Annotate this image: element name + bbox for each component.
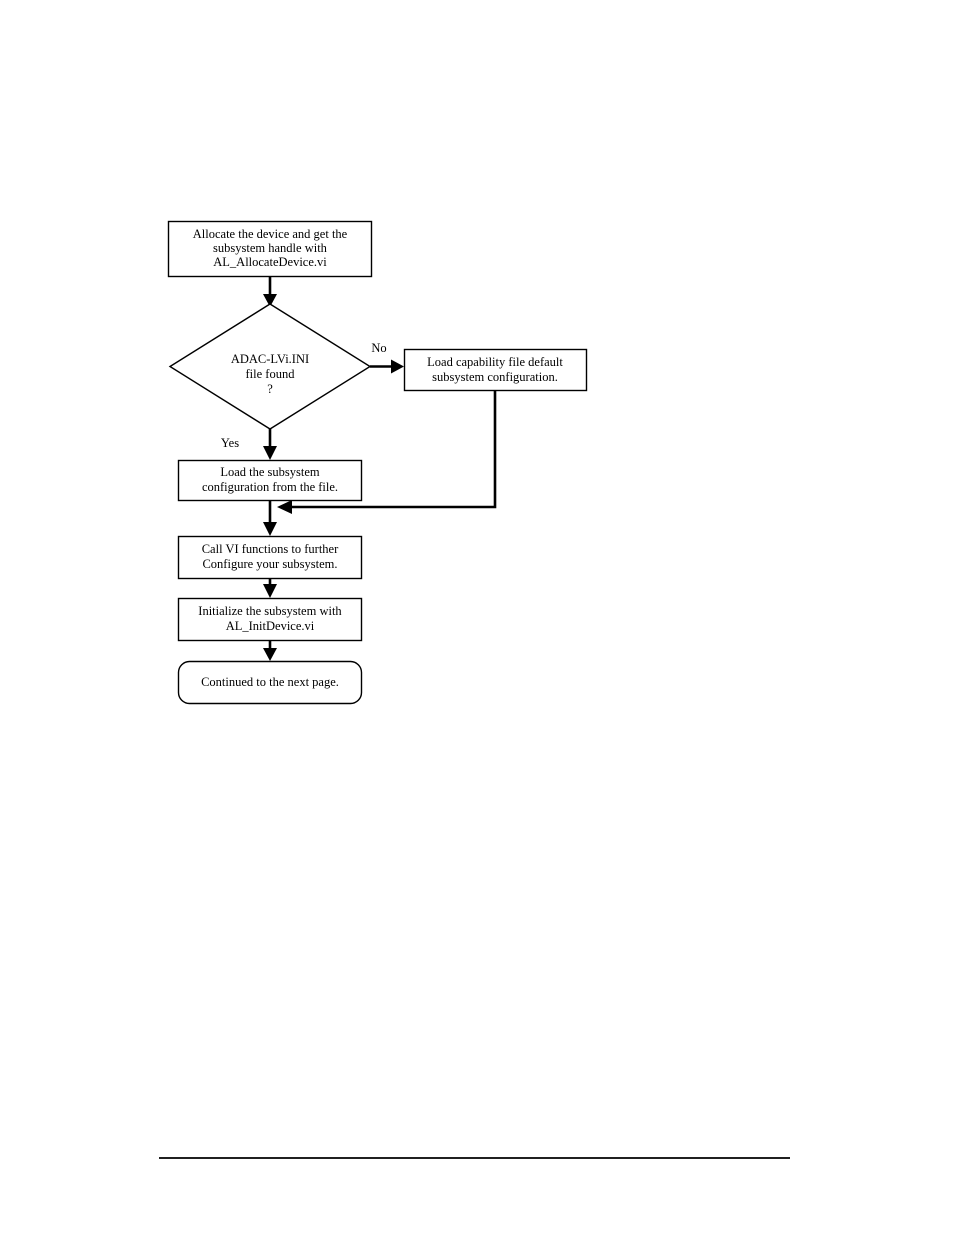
call-vi-line1: Call VI functions to further bbox=[202, 542, 339, 556]
load-subsystem-config-line2: configuration from the file. bbox=[202, 480, 338, 494]
connector-allocate-to-decision bbox=[263, 276, 277, 307]
allocate-device-line3: AL_AllocateDevice.vi bbox=[213, 255, 327, 269]
decision-ini-line3: ? bbox=[267, 382, 273, 396]
edge-label-yes: Yes bbox=[221, 436, 239, 450]
node-decision-ini-found: ADAC-LVi.INI file found ? bbox=[168, 303, 372, 430]
call-vi-functions-box bbox=[177, 535, 363, 580]
node-continued-next-page: Continued to the next page. bbox=[177, 660, 363, 705]
connector-loadsubsystem-to-callvi bbox=[263, 500, 277, 536]
arrowhead-down-icon bbox=[263, 648, 277, 661]
node-load-subsystem-config: Load the subsystem configuration from th… bbox=[177, 459, 363, 502]
arrowhead-left-icon bbox=[277, 500, 292, 514]
decision-ini-line2: file found bbox=[246, 367, 296, 381]
edge-label-no: No bbox=[371, 341, 386, 355]
connector-initialize-to-continued bbox=[263, 640, 277, 661]
initialize-subsystem-box bbox=[177, 597, 363, 642]
allocate-device-line2: subsystem handle with bbox=[213, 241, 328, 255]
allocate-device-box bbox=[167, 220, 373, 278]
node-call-vi-functions: Call VI functions to further Configure y… bbox=[177, 535, 363, 580]
load-capability-line2: subsystem configuration. bbox=[432, 370, 558, 384]
load-subsystem-config-box bbox=[177, 459, 363, 502]
initialize-line1: Initialize the subsystem with bbox=[198, 604, 342, 618]
connector-capability-merge bbox=[277, 390, 497, 514]
initialize-line2: AL_InitDevice.vi bbox=[226, 619, 315, 633]
arrowhead-down-icon bbox=[263, 522, 277, 536]
decision-ini-line1: ADAC-LVi.INI bbox=[231, 352, 309, 366]
continued-next-page-terminal bbox=[177, 660, 363, 705]
load-capability-box bbox=[403, 348, 588, 392]
connector-decision-yes: Yes bbox=[221, 429, 277, 460]
load-subsystem-config-line1: Load the subsystem bbox=[220, 465, 320, 479]
node-initialize-subsystem: Initialize the subsystem with AL_InitDev… bbox=[177, 597, 363, 642]
arrowhead-right-icon bbox=[391, 359, 404, 374]
node-allocate-device: Allocate the device and get the subsyste… bbox=[167, 220, 373, 278]
call-vi-line2: Configure your subsystem. bbox=[202, 557, 337, 571]
allocate-device-line1: Allocate the device and get the bbox=[193, 227, 348, 241]
continued-line1: Continued to the next page. bbox=[201, 675, 339, 689]
arrowhead-down-icon bbox=[263, 446, 277, 460]
connector-polyline bbox=[290, 390, 497, 509]
connector-callvi-to-initialize bbox=[263, 578, 277, 598]
connector-decision-no: No bbox=[370, 341, 404, 374]
arrowhead-down-icon bbox=[263, 584, 277, 598]
arrowhead-down-icon bbox=[263, 294, 277, 307]
load-capability-line1: Load capability file default bbox=[427, 355, 563, 369]
node-load-capability: Load capability file default subsystem c… bbox=[403, 348, 588, 392]
